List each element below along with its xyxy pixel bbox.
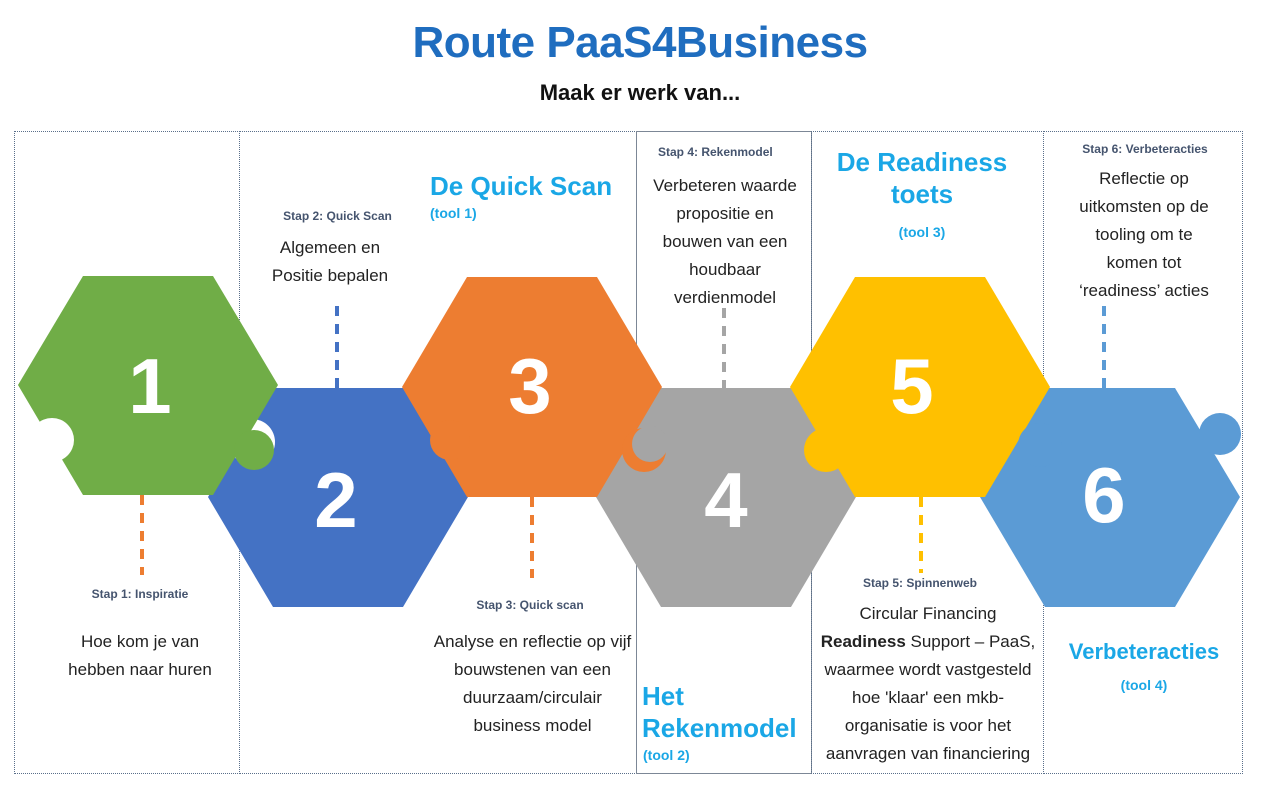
puzzle-piece-5 (790, 277, 1050, 497)
step-desc-1: Hoe kom je van hebben naar huren (68, 632, 212, 679)
tool-rekenmodel-title: Het Rekenmodel (642, 681, 797, 743)
tool-readiness-title: De Readiness toets (836, 147, 1008, 209)
step-desc-6: Reflectie op uitkomsten op de tooling om… (1079, 169, 1209, 300)
tool-quick-scan-title: De Quick Scan (430, 171, 613, 201)
puzzle-piece-1 (18, 276, 278, 495)
step-label-3: Stap 3: Quick scan (476, 598, 584, 612)
step-desc-3: Analyse en reflectie op vijf bouwstenen … (433, 632, 632, 735)
tool-quick-scan-sub: (tool 1) (430, 205, 477, 221)
step-number-5: 5 (890, 342, 933, 430)
step-label-6: Stap 6: Verbeteracties (1082, 142, 1208, 156)
tool-verbeteracties-title: Verbeteracties (1068, 639, 1220, 664)
step-label-2: Stap 2: Quick Scan (283, 209, 392, 223)
step-desc-4: Verbeteren waarde propositie en bouwen v… (653, 176, 797, 307)
readiness-bold: Readiness (820, 632, 906, 651)
step-label-5: Stap 5: Spinnenweb (862, 576, 977, 590)
page-title: Route PaaS4Business (412, 18, 868, 67)
step-number-2: 2 (314, 456, 357, 544)
step-desc-2: Algemeen en Positie bepalen (271, 238, 389, 285)
step-number-3: 3 (508, 342, 551, 430)
tool-rekenmodel-sub: (tool 2) (643, 747, 690, 763)
step-number-6: 6 (1082, 451, 1125, 539)
step-label-4: Stap 4: Rekenmodel (658, 145, 773, 159)
step-number-1: 1 (128, 342, 171, 430)
step-label-1: Stap 1: Inspiratie (91, 587, 189, 601)
step-desc-5: Circular Financing Readiness Support – P… (820, 604, 1036, 763)
page-subtitle: Maak er werk van... (539, 80, 741, 105)
tool-readiness-sub: (tool 3) (898, 224, 946, 240)
step-number-4: 4 (704, 456, 747, 544)
tool-verbeteracties-sub: (tool 4) (1120, 677, 1168, 693)
